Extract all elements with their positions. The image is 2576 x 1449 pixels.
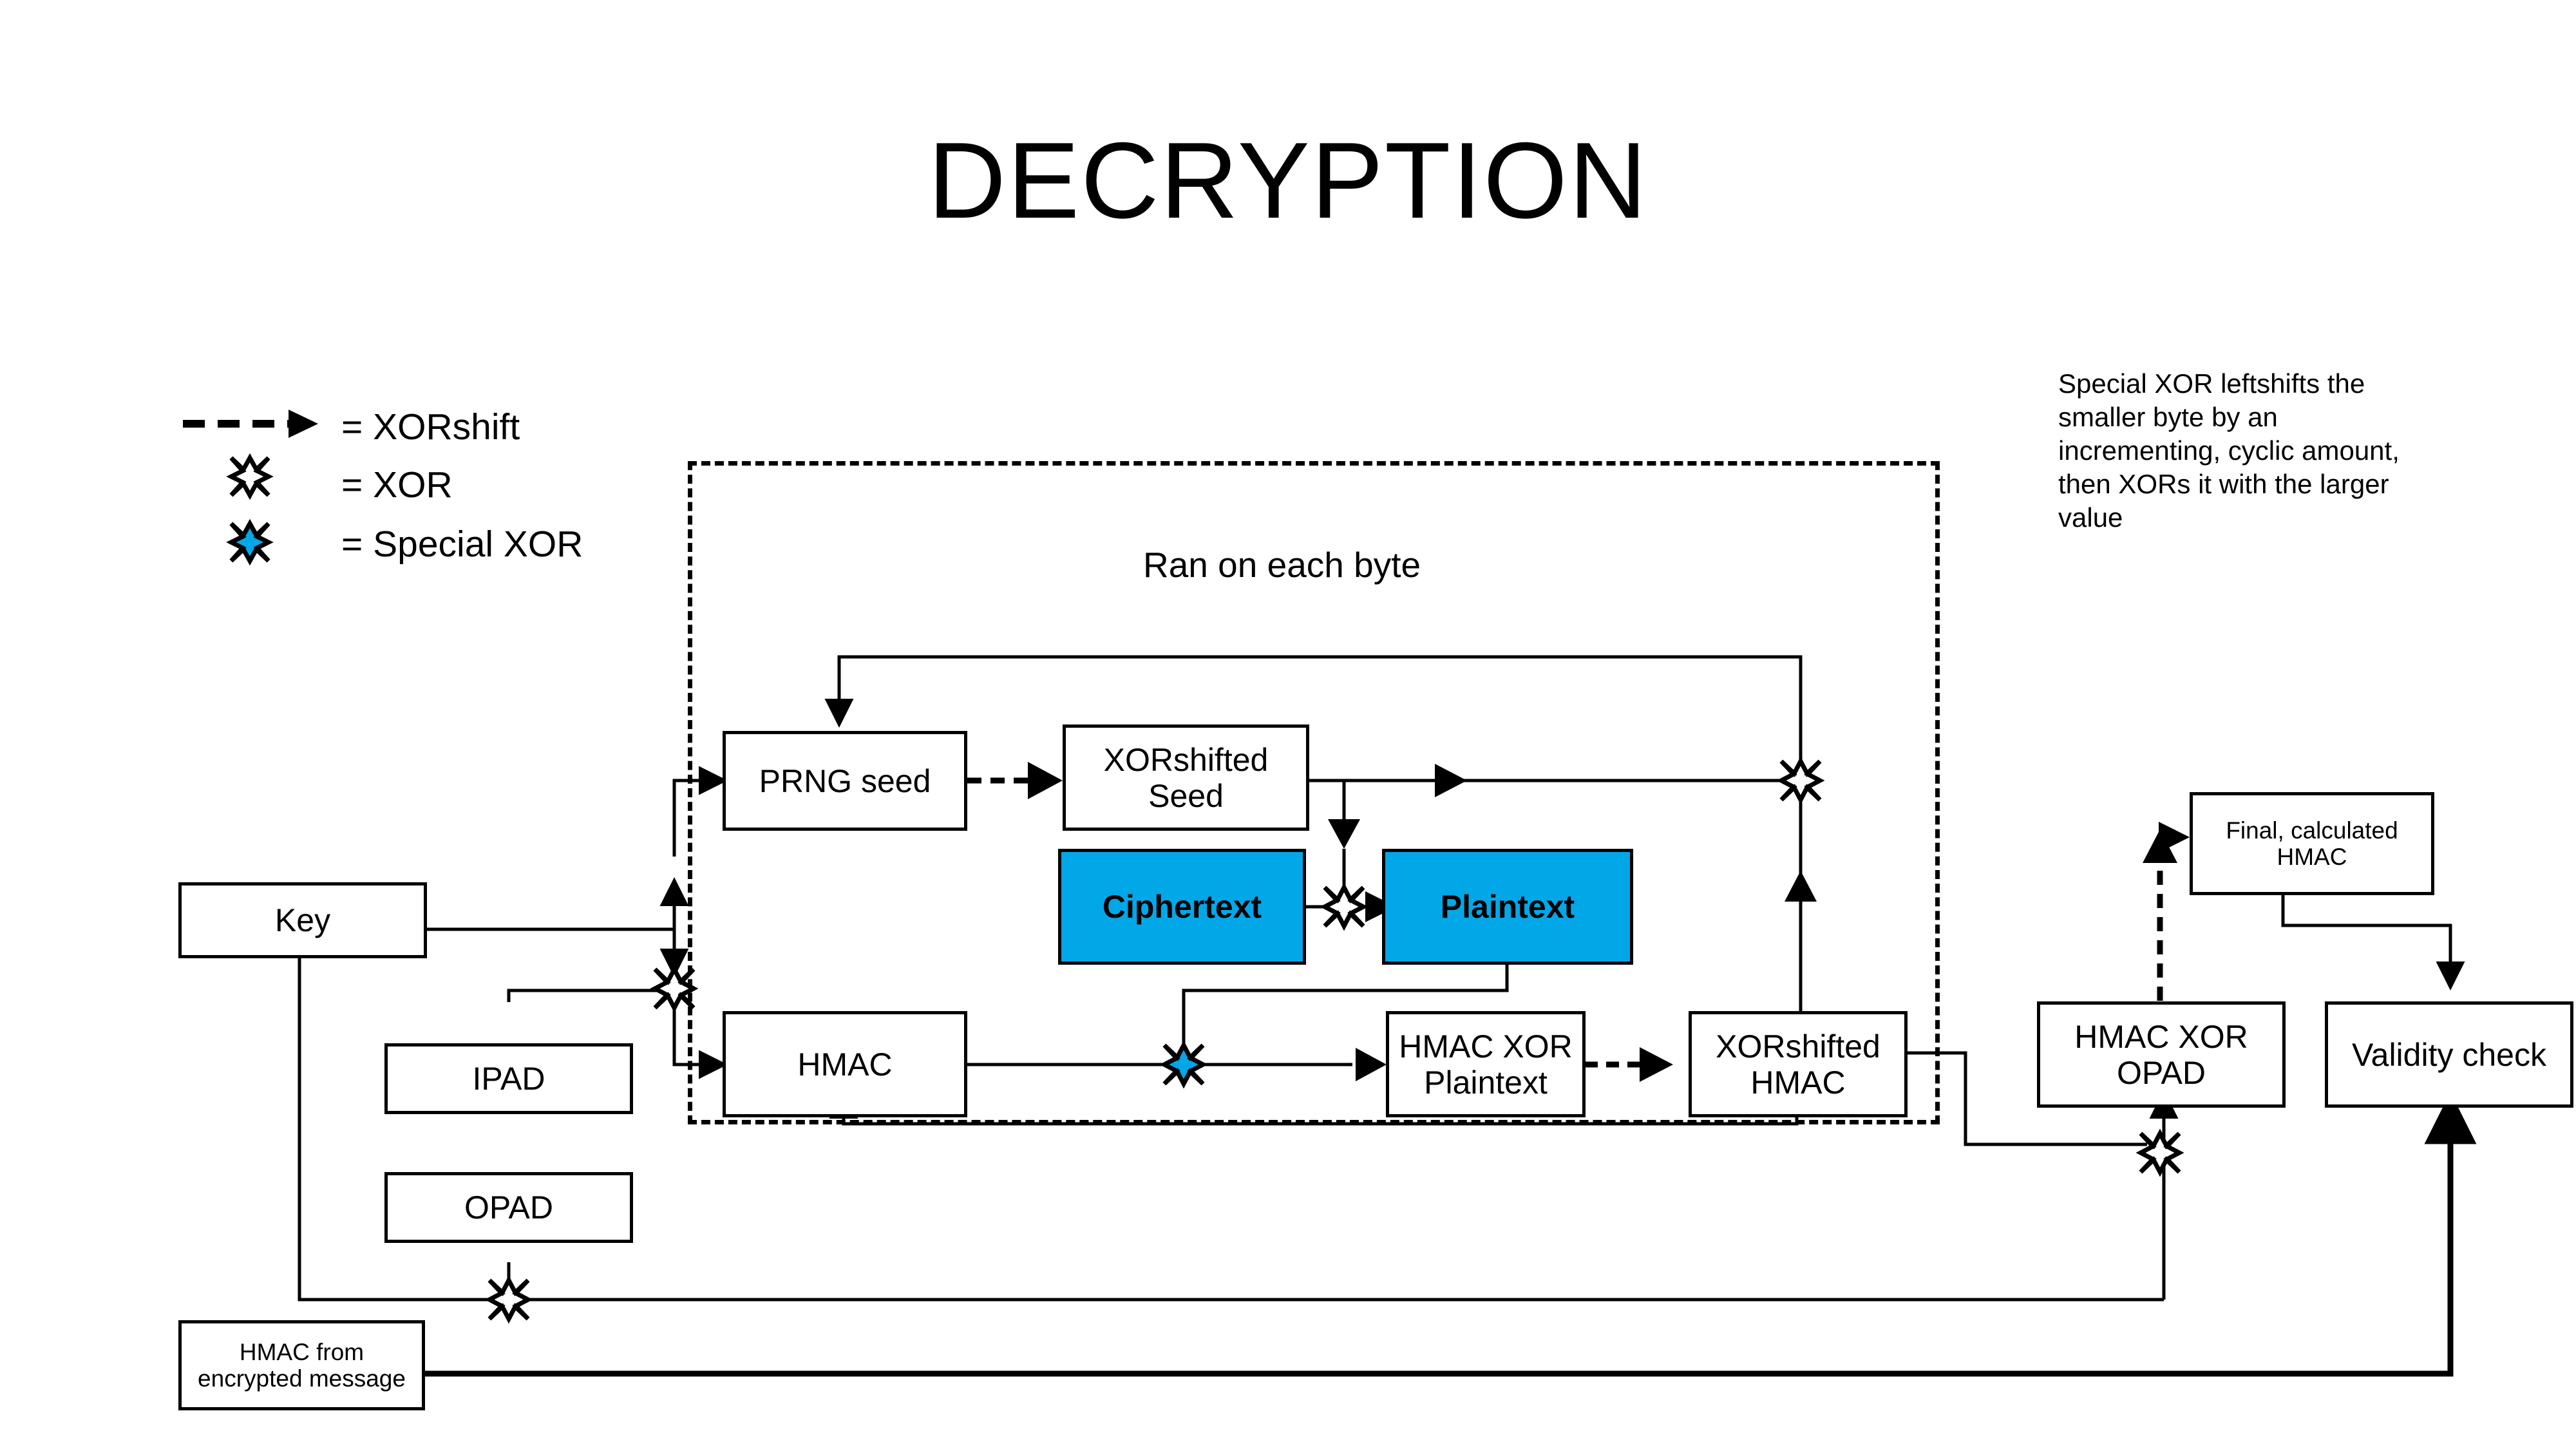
arrowhead-xor-plaintext — [1365, 891, 1396, 922]
arrowhead-xorhmac-up — [1785, 871, 1817, 902]
legend-label-xorshift: = XORshift — [341, 406, 520, 448]
wire-xorhmac-out — [1908, 1051, 2147, 1146]
node-hmac[interactable]: HMAC — [723, 1011, 967, 1117]
node-hmac-from-encrypted-message[interactable]: HMAC from encrypted message — [178, 1320, 425, 1410]
xor-node-ciphertext-plaintext — [1320, 882, 1368, 931]
wire-hmac-msg-to-validity — [425, 1092, 2477, 1377]
dashed-arrow-icon — [183, 410, 318, 438]
xor-node-key-opad — [484, 1275, 533, 1324]
arrowhead-xorseed-right — [1435, 764, 1467, 797]
node-xorshifted-seed[interactable]: XORshifted Seed — [1063, 724, 1309, 831]
page-title: DECRYPTION — [927, 120, 1649, 241]
wire-ipad-to-xor — [507, 989, 674, 1002]
node-hmac-xor-opad[interactable]: HMAC XOR OPAD — [2037, 1001, 2286, 1108]
arrowhead-prng-xorseed — [1028, 762, 1063, 799]
special-xor-note: Special XOR leftshifts the smaller byte … — [2058, 368, 2400, 533]
arrowhead-into-final — [2159, 822, 2190, 853]
legend-label-xor: = XOR — [341, 464, 453, 506]
xor-node-opad-hmac — [2136, 1128, 2184, 1177]
special-xor-node-hmac-plaintext — [1159, 1040, 1208, 1089]
node-validity-check[interactable]: Validity check — [2325, 1001, 2573, 1108]
node-plaintext[interactable]: Plaintext — [1382, 849, 1633, 965]
node-final-calculated-hmac[interactable]: Final, calculated HMAC — [2190, 792, 2434, 895]
xor-star-blue-icon — [226, 518, 274, 566]
xor-node-key-ipad — [650, 964, 699, 1013]
node-xorshifted-hmac[interactable]: XORshifted HMAC — [1689, 1011, 1908, 1117]
wire-xor-to-hmac — [672, 1005, 728, 1079]
node-prng-seed[interactable]: PRNG seed — [723, 731, 967, 831]
arrowhead-hxp-xorhmac — [1640, 1047, 1673, 1082]
node-opad[interactable]: OPAD — [384, 1172, 633, 1243]
node-ciphertext[interactable]: Ciphertext — [1058, 849, 1306, 965]
wire-feedback-to-prng — [824, 655, 1803, 763]
wire-plaintext-to-special-xor — [1182, 949, 1509, 1061]
ran-on-each-byte-label: Ran on each byte — [1143, 545, 1421, 585]
xor-star-white-icon — [226, 453, 274, 500]
arrowhead-xorseed-down — [1328, 819, 1360, 849]
node-key[interactable]: Key — [178, 882, 427, 958]
wire-key-bottom-bus — [298, 958, 2164, 1302]
legend-label-special-xor: = Special XOR — [341, 524, 583, 565]
legend-glyphs — [183, 410, 318, 566]
wire-bus-to-prng — [672, 766, 728, 857]
wire-xorhmac-feedback — [829, 1090, 1799, 1126]
node-ipad[interactable]: IPAD — [384, 1043, 633, 1114]
node-hmac-xor-plaintext[interactable]: HMAC XOR Plaintext — [1386, 1011, 1586, 1117]
arrowhead-hxp — [1356, 1048, 1387, 1081]
xor-node-seed-hmac — [1776, 756, 1825, 805]
wire-final-to-validity — [2281, 895, 2465, 990]
